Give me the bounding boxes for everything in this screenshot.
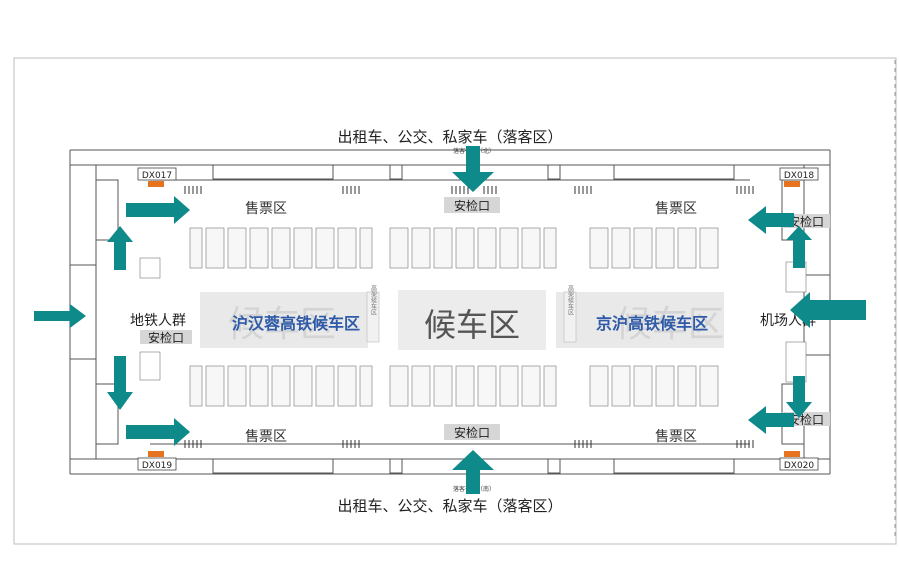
security-label-west: 安检口: [148, 330, 184, 345]
security-checkpoint-north: 安检口: [444, 197, 500, 213]
east-waiting-watermark: 候车区: [616, 304, 724, 345]
ticket-area-se: 售票区: [655, 429, 697, 445]
arrow-se-west: [748, 406, 794, 434]
screen-se-label: DX020: [784, 461, 815, 471]
security-label-se: 安检口: [788, 412, 824, 427]
ticket-area-nw: 售票区: [245, 201, 287, 217]
screen-ne: DX018: [779, 167, 819, 187]
west-waiting-zone: [200, 292, 368, 348]
west-entrance-label: 地铁人群: [130, 313, 186, 329]
security-label-ne: 安检口: [788, 214, 824, 229]
arrow-west-up: [107, 226, 133, 270]
center-waiting-label: 候车区: [424, 306, 520, 344]
turnstiles: [184, 186, 754, 448]
security-checkpoint-south: 安检口: [444, 424, 500, 440]
center-waiting-zone: [398, 290, 546, 350]
screen-se: DX020: [779, 451, 819, 471]
screen-ne-label: DX018: [784, 171, 815, 181]
side-corridor-west-label: 高架候车区: [370, 284, 377, 315]
screen-nw: DX017: [137, 167, 177, 187]
arrow-north-down: [452, 146, 494, 192]
south-dropoff-label: 出租车、公交、私家车（落客区）: [337, 497, 562, 515]
arrow-ne-west: [748, 206, 794, 234]
flow-arrows: [34, 146, 866, 494]
west-waiting-label: 沪汉蓉高铁候车区: [232, 314, 360, 333]
arrow-south-up: [452, 450, 494, 494]
arrow-west-down: [107, 356, 133, 410]
arrow-sw-east: [126, 418, 190, 446]
arrow-se-down: [786, 376, 812, 418]
security-checkpoint-west: 安检口: [140, 330, 192, 345]
screen-sw-label: DX019: [142, 461, 173, 471]
screen-sw: DX019: [137, 451, 177, 471]
arrow-east-entry: [790, 292, 866, 328]
arrow-nw-east: [126, 196, 190, 224]
seating-blocks: [189, 227, 719, 407]
side-corridor-west: [366, 291, 380, 343]
arrow-ne-up: [786, 226, 812, 268]
screen-nw-label: DX017: [142, 171, 172, 181]
seat-stacks: [139, 257, 807, 383]
west-waiting-watermark: 候车区: [228, 304, 336, 345]
side-corridor-east: [563, 291, 577, 343]
east-waiting-zone: [556, 292, 724, 348]
security-label-north: 安检口: [454, 198, 490, 213]
arrow-west-entry: [34, 304, 86, 328]
ticket-area-ne: 售票区: [655, 201, 697, 217]
east-waiting-label: 京沪高铁候车区: [596, 314, 708, 333]
side-corridor-east-label: 高架候车区: [567, 284, 574, 315]
security-label-south: 安检口: [454, 425, 490, 440]
ticket-area-sw: 售票区: [245, 429, 287, 445]
north-dropoff-label: 出租车、公交、私家车（落客区）: [337, 128, 562, 146]
